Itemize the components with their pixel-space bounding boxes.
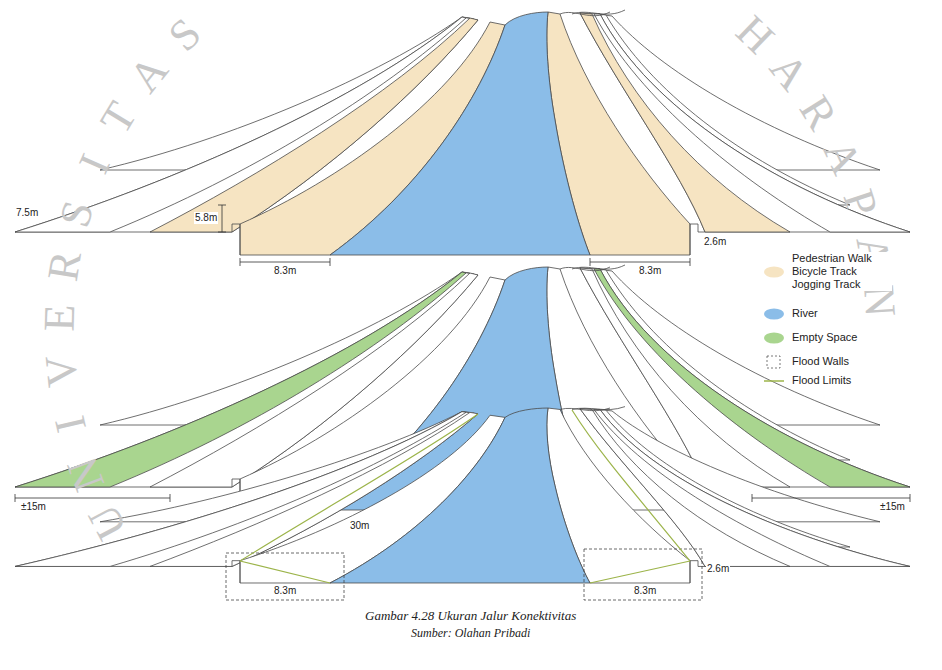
watermark-letter: I	[67, 137, 123, 191]
legend-swatch	[762, 354, 786, 370]
watermark-letter: U	[79, 494, 137, 550]
legend-text: Flood Walls	[792, 355, 849, 368]
legend-text: Empty Space	[792, 331, 857, 344]
legend-text: Flood Limits	[792, 374, 851, 387]
dimension-label: ±15m	[879, 501, 906, 513]
flood-limit-line	[572, 410, 690, 561]
watermark-letter: E	[37, 297, 82, 338]
dimension-label: 8.3m	[633, 585, 657, 597]
dimension-line	[218, 205, 226, 232]
flood-limit-line	[240, 561, 330, 583]
watermark-letter: A	[119, 45, 178, 104]
source-note: Sumber: Olahan Pribadi	[410, 626, 531, 640]
flood-wall-box	[584, 549, 702, 600]
flood-limit-line	[590, 561, 690, 583]
flood-limit-line	[240, 414, 478, 561]
watermark-letter: S	[155, 5, 214, 64]
corridor-walks	[15, 10, 910, 255]
legend-text: River	[792, 307, 818, 320]
dimension-label: 8.3m	[638, 265, 662, 277]
legend-swatch	[762, 264, 786, 280]
legend-color-sample	[764, 333, 784, 344]
dimension-label: 30m	[349, 520, 370, 532]
corridor-flood	[15, 407, 910, 583]
flood-wall-box	[226, 553, 344, 600]
dimension-label: 2.6m	[703, 236, 727, 248]
watermark-letter: R	[789, 84, 848, 141]
legend-dashed-box	[767, 356, 780, 368]
legend-color-sample	[764, 309, 784, 320]
dimension-label: 7.5m	[15, 207, 39, 219]
watermark-letter: A	[814, 130, 871, 185]
dimension-label: 5.8m	[194, 212, 218, 224]
watermark-letter: P	[833, 177, 887, 229]
legend-swatch	[762, 330, 786, 346]
dimension-label: 8.3m	[273, 265, 297, 277]
legend-line-sample	[764, 380, 784, 382]
legend-text: Pedestrian Walk Bicycle Track Jogging Tr…	[792, 252, 892, 291]
watermark-text: UNIVERSITAS	[34, 9, 211, 548]
dimension-label: 2.6m	[706, 563, 730, 575]
watermark-letter: N	[58, 448, 113, 501]
watermark-letter: S	[50, 189, 104, 240]
figure-caption: Gambar 4.28 Ukuran Jalur Konektivitas	[363, 608, 578, 623]
dimension-label: 8.3m	[273, 585, 297, 597]
dimension-label: ±15m	[20, 501, 47, 513]
watermark-letter: V	[38, 349, 86, 393]
legend-swatch	[762, 306, 786, 322]
watermark-letter: T	[90, 89, 148, 146]
legend-color-sample	[764, 267, 784, 278]
watermark-letter: H	[725, 5, 784, 64]
legend-swatch	[762, 373, 786, 389]
watermark-letter: I	[45, 400, 97, 449]
watermark-letter: A	[759, 43, 818, 102]
watermark-letter: R	[40, 243, 90, 289]
